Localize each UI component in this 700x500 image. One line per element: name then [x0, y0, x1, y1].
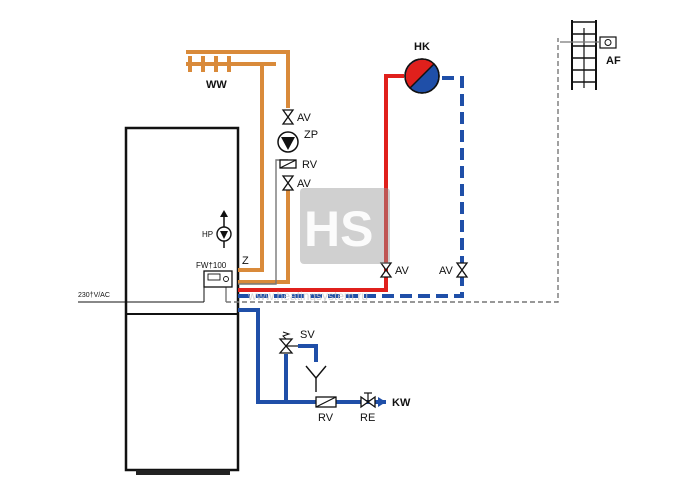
- label-av-mid: AV: [297, 178, 312, 190]
- pressure-reducer-re-icon: [360, 392, 376, 409]
- pump-zp: [277, 131, 299, 153]
- label-av-blue: AV: [439, 265, 454, 277]
- label-kw: KW: [392, 397, 411, 409]
- controller-fw100-icon: [203, 270, 233, 288]
- label-hk: HK: [414, 41, 430, 53]
- label-sv: SV: [300, 329, 315, 341]
- valve-av-blue: [455, 262, 469, 278]
- watermark-logo: HS: [304, 201, 373, 257]
- storage-tank-body: [124, 126, 240, 472]
- valve-av-mid: [281, 175, 295, 191]
- label-av-top: AV: [297, 112, 312, 124]
- label-zp: ZP: [304, 129, 318, 141]
- valve-av-red: [379, 262, 393, 278]
- label-af: AF: [606, 55, 621, 67]
- outdoor-sensor-af-icon: [560, 20, 617, 90]
- hot-water-lines: [186, 50, 290, 284]
- watermark: HS www.heatingsystem.ru: [247, 188, 390, 303]
- watermark-box: [300, 188, 390, 264]
- label-ww: WW: [206, 79, 227, 91]
- flow-red-line: [238, 74, 404, 292]
- cold-inlet-arrow-icon: [378, 397, 386, 407]
- cold-water-lines: [238, 308, 386, 404]
- label-rv-circ: RV: [302, 159, 318, 171]
- drain-funnel-icon: [305, 365, 327, 392]
- heating-circuit-hk-icon: [404, 58, 440, 94]
- label-power: 230†V/AC: [78, 292, 110, 299]
- tank-base: [136, 470, 230, 475]
- return-blue-line: [238, 76, 464, 298]
- watermark-url: www.heatingsystem.ru: [247, 289, 368, 303]
- safety-valve-sv-icon: [278, 331, 298, 354]
- label-rv-cold: RV: [318, 412, 334, 424]
- check-valve-rv-circ: [279, 159, 297, 169]
- label-re: RE: [360, 412, 375, 424]
- label-z: Z: [242, 255, 249, 267]
- label-fw: FW†100: [196, 261, 227, 270]
- label-hp: HP: [202, 230, 213, 239]
- label-av-red: AV: [395, 265, 410, 277]
- check-valve-rv-cold: [315, 396, 337, 408]
- valve-av-top: [281, 109, 295, 125]
- heating-pump-hp-icon: [216, 210, 232, 248]
